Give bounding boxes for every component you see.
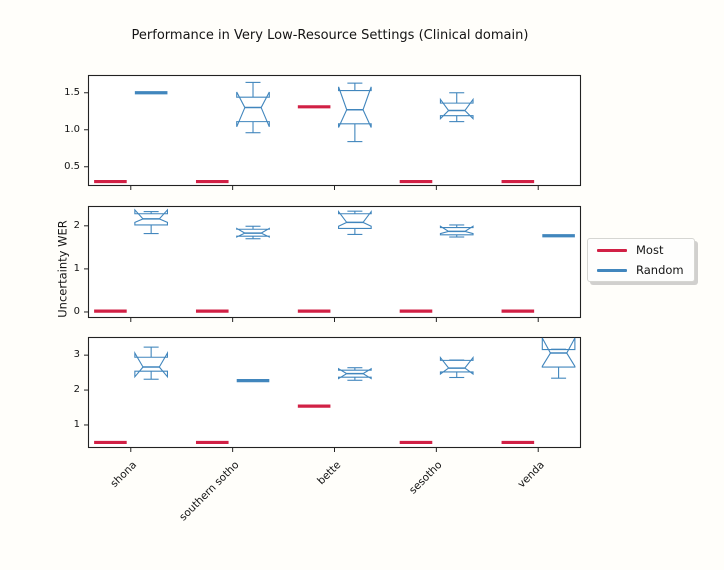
subplot-top bbox=[84, 74, 582, 190]
random-sesotho bbox=[439, 92, 474, 123]
random-venda bbox=[541, 337, 576, 379]
random-shona bbox=[134, 346, 169, 380]
random-shona bbox=[134, 208, 169, 235]
legend-item-random: Random bbox=[588, 263, 694, 277]
random-bette bbox=[338, 367, 372, 381]
legend-random-line-swatch bbox=[597, 268, 627, 272]
legend-random-label: Random bbox=[636, 263, 684, 277]
ytick-label: 0.5 bbox=[64, 160, 80, 172]
ytick-label: 1.5 bbox=[64, 86, 80, 98]
random-sesotho bbox=[439, 355, 474, 379]
random-bette bbox=[338, 209, 372, 235]
legend-most-line-swatch bbox=[597, 248, 627, 252]
ytick-label: 1 bbox=[73, 262, 80, 274]
subplot-bottom bbox=[84, 336, 582, 452]
ytick-label: 1.0 bbox=[64, 123, 80, 135]
random-bette bbox=[338, 82, 372, 143]
random-sesotho bbox=[439, 224, 474, 238]
xtick-label-shona: shona bbox=[108, 459, 140, 490]
ytick-label: 3 bbox=[73, 349, 80, 361]
legend: Most Random bbox=[587, 238, 695, 282]
ytick-label: 1 bbox=[73, 418, 80, 430]
xtick-label-bette: bette bbox=[314, 459, 343, 488]
random-southern-sotho bbox=[236, 225, 270, 240]
legend-most-label: Most bbox=[636, 243, 664, 257]
xtick-label-southern-sotho: southern sotho bbox=[176, 459, 242, 524]
ytick-label: 2 bbox=[73, 384, 80, 396]
chart-title: Performance in Very Low-Resource Setting… bbox=[131, 28, 529, 43]
legend-item-most: Most bbox=[588, 243, 694, 257]
xtick-label-venda: venda bbox=[515, 459, 547, 491]
random-southern-sotho bbox=[236, 81, 270, 134]
ytick-label: 0 bbox=[73, 305, 80, 317]
subplot-middle bbox=[84, 205, 582, 322]
ytick-label: 2 bbox=[73, 219, 80, 231]
xtick-label-sesotho: sesotho bbox=[407, 459, 445, 497]
